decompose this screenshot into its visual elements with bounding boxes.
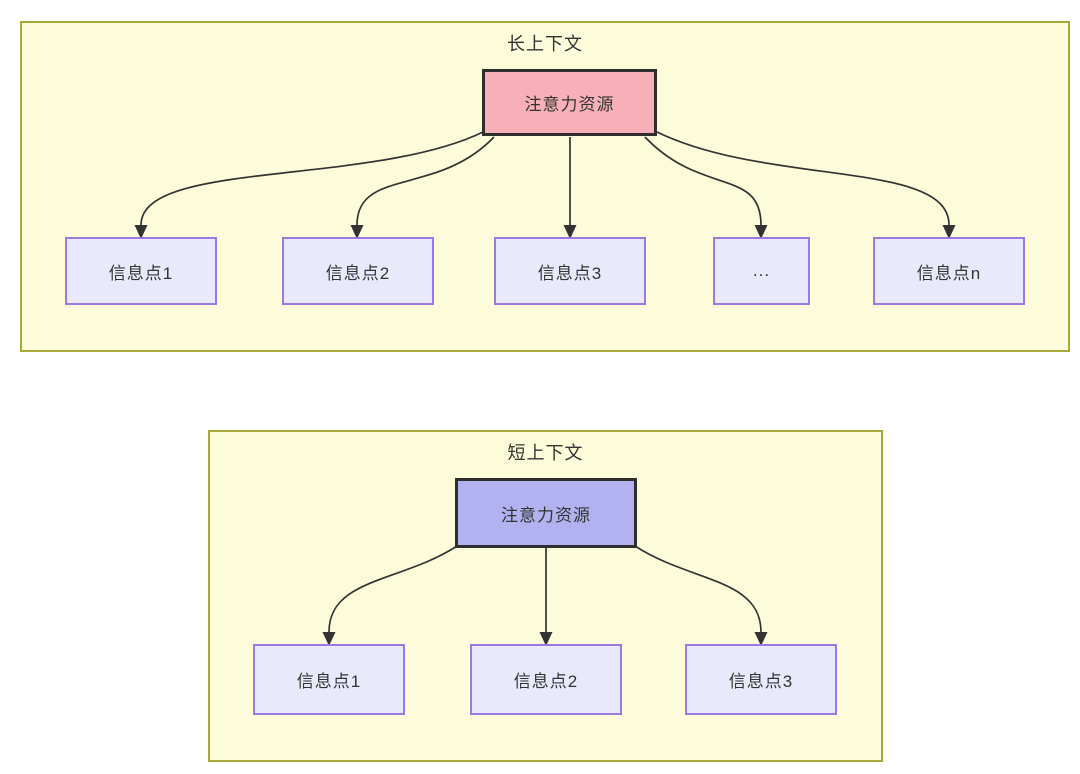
- attention-resource-node-long: 注意力资源: [482, 69, 657, 136]
- arrow-long-5: [656, 131, 950, 226]
- arrowhead-short-2: [539, 632, 553, 646]
- arrow-short-1: [328, 545, 458, 633]
- info-point-node: 信息点2: [282, 237, 434, 305]
- arrowhead-long-4: [754, 225, 768, 239]
- arrow-short-3: [634, 545, 762, 633]
- section-title: 短上下文: [507, 443, 584, 463]
- arrow-long-1: [140, 131, 484, 226]
- info-point-node: 信息点1: [253, 644, 405, 715]
- arrow-long-4: [644, 136, 762, 226]
- info-point-node: 信息点3: [494, 237, 646, 305]
- arrow-long-2: [356, 136, 495, 226]
- arrowhead-long-2: [350, 225, 364, 239]
- info-point-node: 信息点n: [873, 237, 1025, 305]
- info-point-node: 信息点1: [65, 237, 217, 305]
- arrowhead-short-1: [322, 632, 336, 646]
- arrowhead-long-1: [134, 225, 148, 239]
- info-point-node: 信息点2: [470, 644, 622, 715]
- arrowhead-long-5: [942, 225, 956, 239]
- attention-resource-node-short: 注意力资源: [455, 478, 637, 548]
- section-title: 长上下文: [507, 34, 583, 54]
- info-point-node-ellipsis: ...: [713, 237, 810, 305]
- arrowhead-long-3: [563, 225, 577, 239]
- info-point-node: 信息点3: [685, 644, 837, 715]
- arrowhead-short-3: [754, 632, 768, 646]
